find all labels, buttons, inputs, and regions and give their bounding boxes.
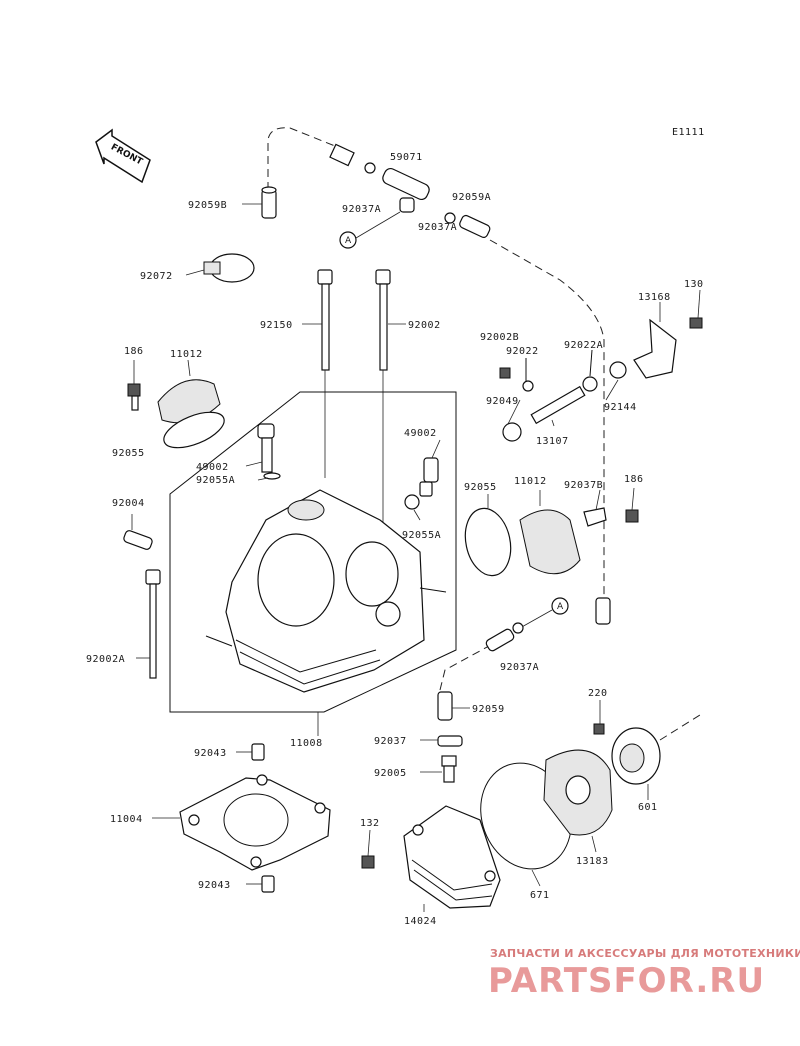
tee-fitting-59071 xyxy=(329,143,456,224)
inspection-cover-right xyxy=(464,487,639,577)
valve-49002-right xyxy=(404,439,441,521)
label-132: 132 xyxy=(360,818,380,829)
inspection-cover-left xyxy=(127,359,225,449)
label-601: 601 xyxy=(638,802,658,813)
head-gasket-11004 xyxy=(152,774,331,871)
label-671: 671 xyxy=(530,890,550,901)
label-186-left: 186 xyxy=(124,346,144,357)
label-92055-left: 92055 xyxy=(112,448,145,459)
label-92002a: 92002A xyxy=(86,654,125,665)
dowel-92043 xyxy=(236,743,275,893)
label-130: 130 xyxy=(684,279,704,290)
label-14024: 14024 xyxy=(404,916,437,927)
hose-right xyxy=(485,597,611,652)
label-13183: 13183 xyxy=(576,856,609,867)
watermark-logo: PARTSFOR.RU xyxy=(488,961,766,1001)
valve-49002-left xyxy=(245,423,281,481)
bearing-cover-13183 xyxy=(480,700,661,887)
label-92022a: 92022A xyxy=(564,340,603,351)
watermark-tagline: ЗАПЧАСТИ И АКСЕССУАРЫ ДЛЯ МОТОТЕХНИКИ xyxy=(490,947,800,960)
label-92072: 92072 xyxy=(140,271,173,282)
label-92043-top: 92043 xyxy=(194,748,227,759)
label-11012-left: 11012 xyxy=(170,349,203,360)
label-92037a-low: 92037A xyxy=(500,662,539,673)
hose-92059b xyxy=(242,186,277,219)
label-92055-right: 92055 xyxy=(464,482,497,493)
label-13107: 13107 xyxy=(536,436,569,447)
label-11004: 11004 xyxy=(110,814,143,825)
label-11008: 11008 xyxy=(290,738,323,749)
label-92055a-right: 92055A xyxy=(402,530,441,541)
label-59071: 59071 xyxy=(390,152,423,163)
label-92043-bottom: 92043 xyxy=(198,880,231,891)
label-92037: 92037 xyxy=(374,736,407,747)
callout-a-lower: A xyxy=(519,597,569,629)
label-13168: 13168 xyxy=(638,292,671,303)
label-92002b: 92002B xyxy=(480,332,519,343)
label-92049: 92049 xyxy=(486,396,519,407)
label-92150: 92150 xyxy=(260,320,293,331)
diagram-code: E1111 xyxy=(672,127,705,138)
label-92037b: 92037B xyxy=(564,480,603,491)
front-arrow-icon: FRONT xyxy=(95,128,151,184)
label-92022: 92022 xyxy=(506,346,539,357)
callout-a-top: A xyxy=(339,211,401,249)
label-92037a-top: 92037A xyxy=(342,204,381,215)
label-92004: 92004 xyxy=(112,498,145,509)
label-11012-right: 11012 xyxy=(514,476,547,487)
label-186-right: 186 xyxy=(624,474,644,485)
label-92059a: 92059A xyxy=(452,192,491,203)
dowel-92004 xyxy=(123,514,153,550)
bracket-13168 xyxy=(633,289,703,379)
part-number-labels: 92059B 59071 92037A 92059A 92037A 92072 … xyxy=(86,152,704,927)
hose-routing-lines xyxy=(267,127,701,741)
label-92005: 92005 xyxy=(374,768,407,779)
shaft-assembly-13107 xyxy=(499,349,627,442)
hose-92059a xyxy=(459,214,491,238)
bolt-92002a xyxy=(136,569,161,679)
svg-text:A: A xyxy=(557,602,564,612)
crankcase-cover-14024 xyxy=(361,805,501,912)
label-92059: 92059 xyxy=(472,704,505,715)
label-220: 220 xyxy=(588,688,608,699)
cylinder-head-11008 xyxy=(169,391,457,736)
label-49002-left: 49002 xyxy=(196,462,229,473)
label-92055a-left: 92055A xyxy=(196,475,235,486)
label-92059b: 92059B xyxy=(188,200,227,211)
stud-bolts xyxy=(302,269,406,530)
label-92144: 92144 xyxy=(604,402,637,413)
hose-92059 xyxy=(437,691,470,721)
clamp-92072 xyxy=(185,253,255,283)
breather-fitting xyxy=(420,735,463,783)
label-92037a-mid: 92037A xyxy=(418,222,457,233)
label-92002: 92002 xyxy=(408,320,441,331)
svg-text:A: A xyxy=(345,236,352,246)
label-49002-right: 49002 xyxy=(404,428,437,439)
